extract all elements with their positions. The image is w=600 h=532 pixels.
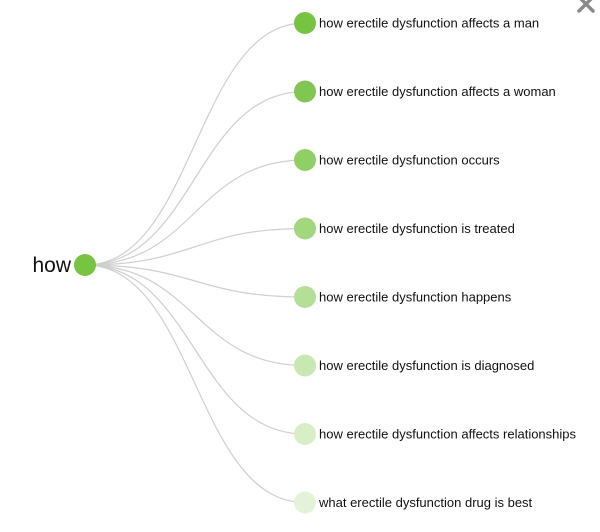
child-node[interactable]: what erectile dysfunction drug is best [294, 491, 533, 514]
tree-link [84, 264, 306, 298]
tree-nodes: how how erectile dysfunction affects a ma… [32, 12, 577, 514]
child-node-dot[interactable] [294, 286, 316, 308]
root-node-label[interactable]: how [32, 254, 71, 277]
close-icon [577, 0, 595, 13]
child-node[interactable]: how erectile dysfunction is treated [294, 217, 515, 240]
child-node-dot[interactable] [294, 423, 316, 445]
child-node-dot[interactable] [294, 149, 316, 171]
child-node-label[interactable]: how erectile dysfunction happens [319, 290, 512, 305]
tree-link [84, 227, 306, 266]
tree-link [84, 264, 306, 435]
child-node-label[interactable]: how erectile dysfunction affects a woman [319, 84, 556, 99]
tree-link [84, 264, 306, 367]
child-node-label[interactable]: how erectile dysfunction affects relatio… [319, 427, 577, 442]
child-node-dot[interactable] [294, 80, 316, 103]
child-node-label[interactable]: how erectile dysfunction is diagnosed [319, 358, 534, 373]
child-node-dot[interactable] [294, 491, 316, 514]
child-node[interactable]: how erectile dysfunction affects relatio… [294, 423, 577, 445]
child-node-label[interactable]: how erectile dysfunction occurs [319, 153, 500, 168]
child-node[interactable]: how erectile dysfunction happens [294, 286, 512, 308]
child-node[interactable]: how erectile dysfunction affects a woman [294, 80, 556, 103]
tree-links [84, 22, 306, 504]
child-node-label[interactable]: how erectile dysfunction is treated [319, 221, 515, 236]
child-node-dot[interactable] [294, 354, 316, 377]
child-node-dot[interactable] [294, 217, 316, 240]
child-node[interactable]: how erectile dysfunction is diagnosed [294, 354, 534, 377]
tree-link [84, 159, 306, 266]
close-button[interactable] [576, 0, 596, 14]
root-node[interactable] [74, 254, 96, 276]
tree-link [84, 90, 306, 266]
tree-link [84, 22, 306, 266]
child-node[interactable]: how erectile dysfunction occurs [294, 149, 500, 171]
tree-link [84, 264, 306, 504]
child-node-dot[interactable] [294, 12, 316, 34]
child-node-label[interactable]: what erectile dysfunction drug is best [318, 495, 533, 510]
child-node-label[interactable]: how erectile dysfunction affects a man [319, 16, 539, 31]
child-node[interactable]: how erectile dysfunction affects a man [294, 12, 539, 34]
